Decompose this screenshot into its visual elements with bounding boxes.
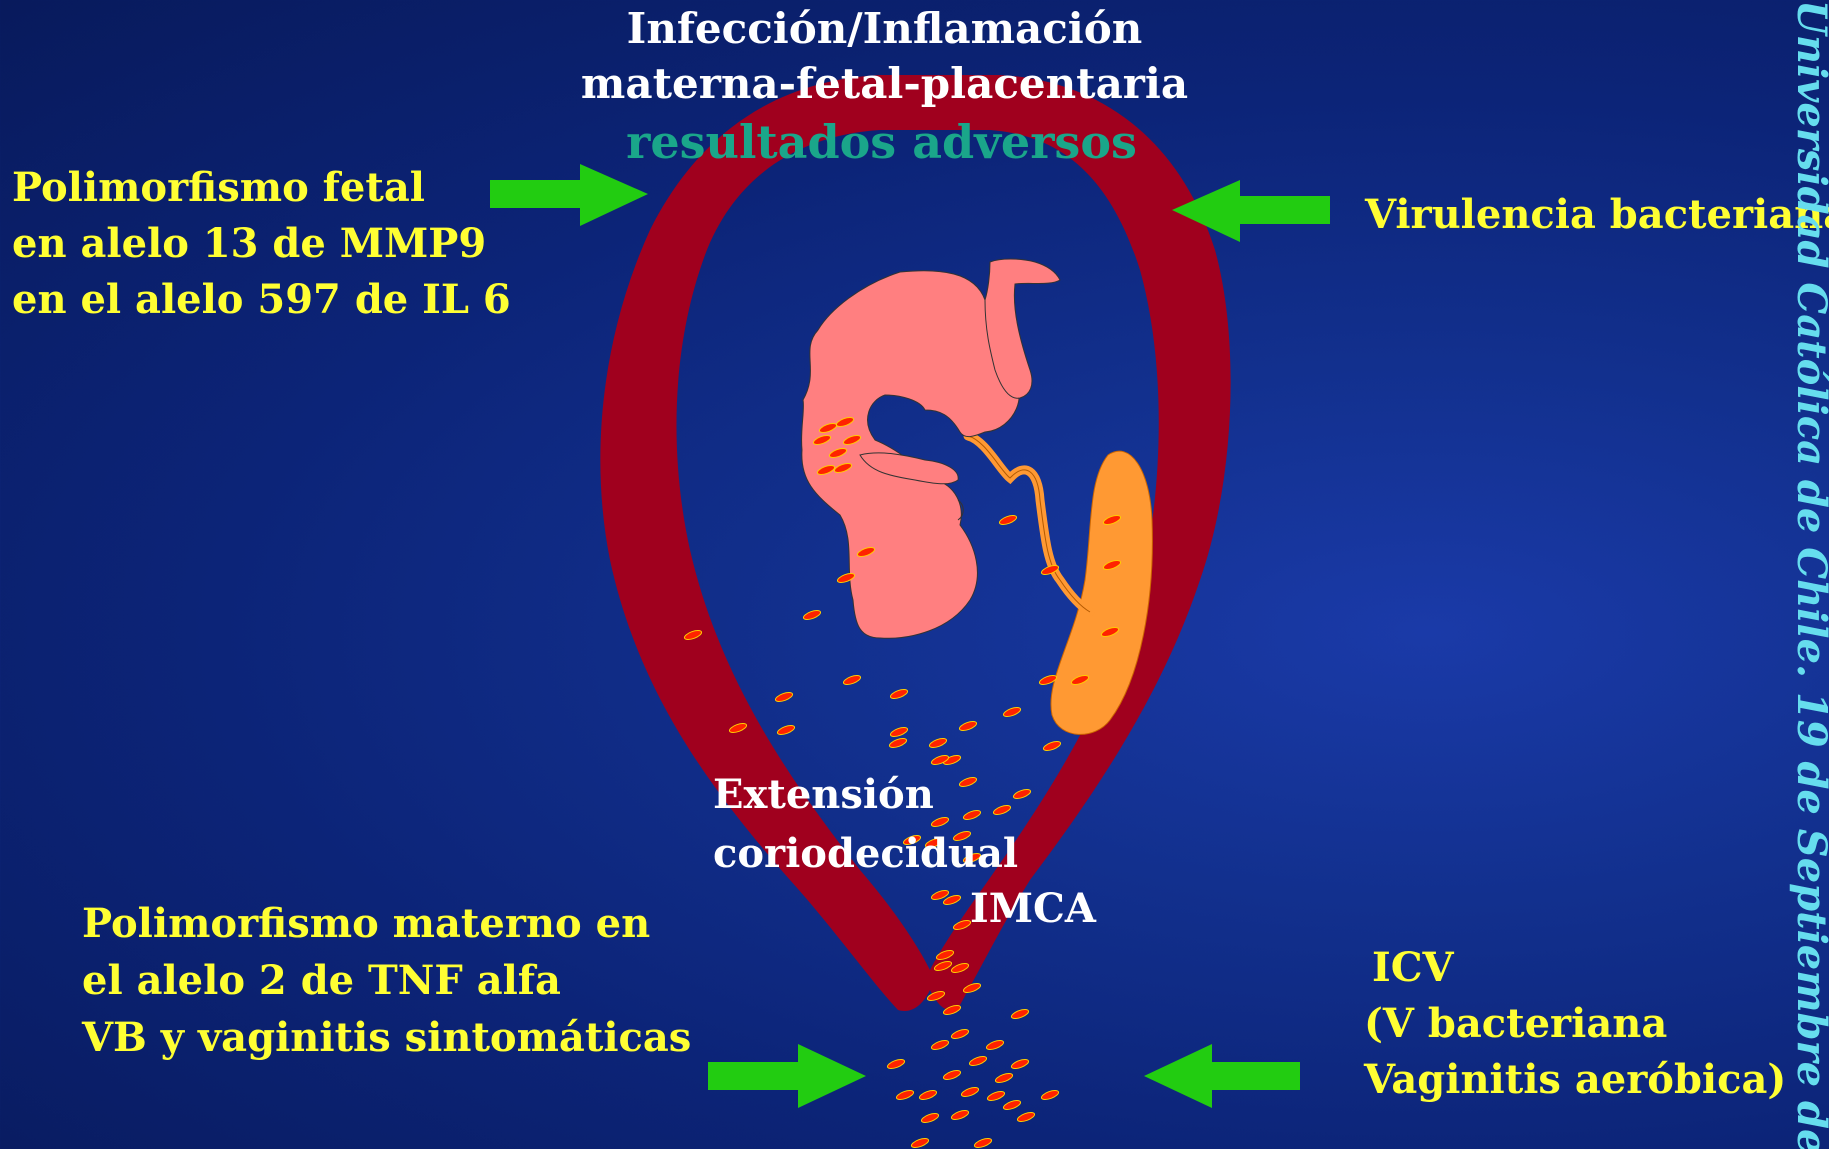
- bacterium: [1002, 1099, 1021, 1112]
- bacterium: [958, 776, 977, 789]
- imca-label: IMCA: [970, 882, 1096, 936]
- bacterium: [1016, 1111, 1035, 1124]
- bacterium: [889, 688, 908, 701]
- bacterium: [802, 609, 821, 622]
- maternal-polymorphism-text: Polimorfismo materno en el alelo 2 de TN…: [82, 895, 691, 1066]
- bacterial-virulence-text: Virulencia bacteriana: [1365, 190, 1829, 240]
- bacterium: [968, 1055, 987, 1068]
- bacterium: [985, 1039, 1004, 1052]
- maternal-line-2: el alelo 2 de TNF alfa: [82, 952, 691, 1009]
- bacterium: [962, 809, 981, 822]
- bacterium: [776, 724, 795, 737]
- bacterium: [889, 726, 908, 739]
- bacterium: [930, 1039, 949, 1052]
- bacterium: [973, 1137, 992, 1149]
- bacterium: [888, 737, 907, 750]
- maternal-line-1: Polimorfismo materno en: [82, 895, 691, 952]
- bacterium: [928, 737, 947, 750]
- bacterium: [895, 1089, 914, 1102]
- bacterium: [920, 1112, 939, 1125]
- bacterium: [1002, 706, 1021, 719]
- bacterium: [918, 1089, 937, 1102]
- icv-line-1: ICV: [1364, 940, 1786, 996]
- bacterium: [1040, 1089, 1059, 1102]
- bacterium: [1010, 1008, 1029, 1021]
- umbilical-cord: [968, 436, 1090, 612]
- bacterium: [842, 674, 861, 687]
- side-watermark: Universidad Católica de Chile. 19 de Sep…: [1775, 0, 1829, 1149]
- bacterium: [942, 1069, 961, 1082]
- title-line-2: materna-fetal-placentaria: [0, 56, 1829, 112]
- bacterium: [886, 1058, 905, 1071]
- bacterium: [1042, 740, 1061, 753]
- fetal-line-1: Polimorfismo fetal: [12, 160, 511, 216]
- maternal-line-3: VB y vaginitis sintomáticas: [82, 1009, 691, 1066]
- arrow-bottom-left: [708, 1044, 866, 1108]
- bacterium: [960, 1086, 979, 1099]
- arrow-bottom-right: [1144, 1044, 1300, 1108]
- bacterium: [992, 804, 1011, 817]
- bacterium: [1010, 1058, 1029, 1071]
- extension-label: Extensión: [713, 768, 934, 822]
- bacterium: [910, 1137, 929, 1149]
- fetal-line-2: en alelo 13 de MMP9: [12, 216, 511, 272]
- bacterium: [950, 1028, 969, 1041]
- bacterium: [1012, 788, 1031, 801]
- icv-line-2: (V bacteriana: [1364, 996, 1786, 1052]
- top-title: Infección/Inflamación materna-fetal-plac…: [0, 2, 1829, 172]
- fetal-polymorphism-text: Polimorfismo fetal en alelo 13 de MMP9 e…: [12, 160, 511, 328]
- icv-text: ICV (V bacteriana Vaginitis aeróbica): [1364, 940, 1786, 1108]
- umbilical-cord-outline: [968, 436, 1090, 612]
- bacterium: [986, 1090, 1005, 1103]
- bacterium: [774, 691, 793, 704]
- icv-line-3: Vaginitis aeróbica): [1364, 1052, 1786, 1108]
- title-line-1: Infección/Inflamación: [0, 2, 1829, 56]
- bacterium: [994, 1072, 1013, 1085]
- bacterium: [958, 720, 977, 733]
- coriodecidual-label: coriodecidual: [713, 827, 1018, 881]
- bacterium: [950, 1109, 969, 1122]
- bacterium: [998, 514, 1017, 527]
- fetal-line-3: en el alelo 597 de IL 6: [12, 272, 511, 328]
- arrow-top-left: [490, 164, 648, 226]
